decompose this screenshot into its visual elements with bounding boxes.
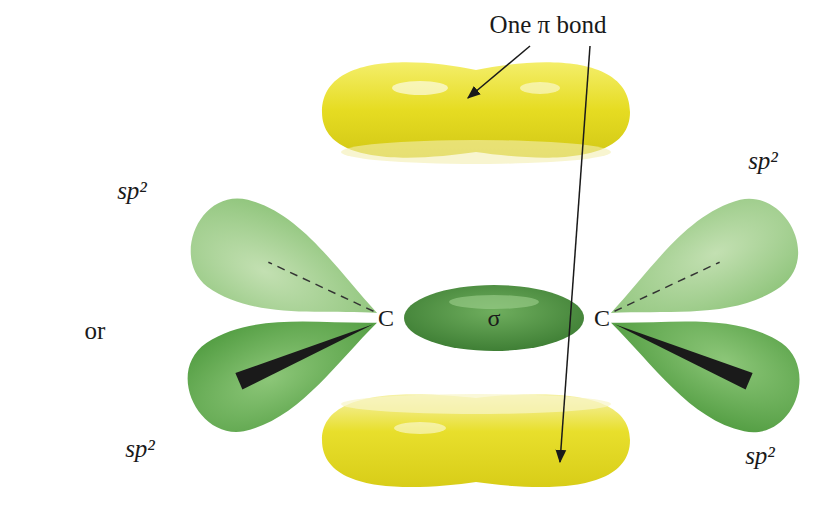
pi-lobe-top: [322, 62, 630, 164]
note-text: or: [85, 318, 106, 343]
sp2-lobe: [592, 277, 815, 447]
orbital-label: sp²: [125, 436, 155, 461]
callout-label: One π bond: [490, 12, 607, 37]
pi-lobe-bottom: [322, 394, 630, 487]
orbital-label: sp²: [117, 178, 147, 203]
orbital-label: sp²: [748, 148, 778, 173]
bond-label: σ: [488, 306, 501, 330]
leader-arrow: [468, 46, 530, 98]
sp2-lobe: [173, 277, 396, 447]
sigma-lobe: [404, 285, 584, 351]
orbital-label: sp²: [745, 443, 775, 468]
atom-label: C: [378, 306, 394, 330]
leader-arrow: [560, 46, 590, 462]
atom-label: C: [594, 306, 610, 330]
